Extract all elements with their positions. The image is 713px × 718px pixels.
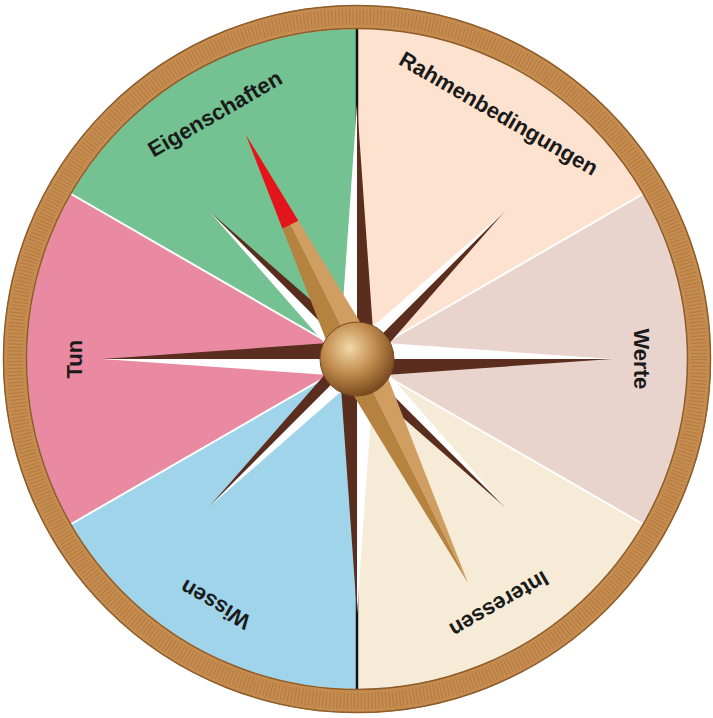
- ring-texture: [15, 17, 699, 701]
- ring-edge: [27, 29, 688, 690]
- sector-label-box: Werte: [625, 324, 655, 395]
- sector-label: Werte: [628, 329, 653, 390]
- compass-ring: [15, 17, 699, 701]
- sector-label-box: Tun: [59, 335, 89, 384]
- ring-edge: [4, 6, 711, 713]
- sector-border: [357, 194, 643, 359]
- sector-border: [71, 359, 357, 524]
- compass-needle: [246, 135, 468, 583]
- compass-rose: [102, 104, 612, 614]
- sector-label: Tun: [61, 340, 86, 379]
